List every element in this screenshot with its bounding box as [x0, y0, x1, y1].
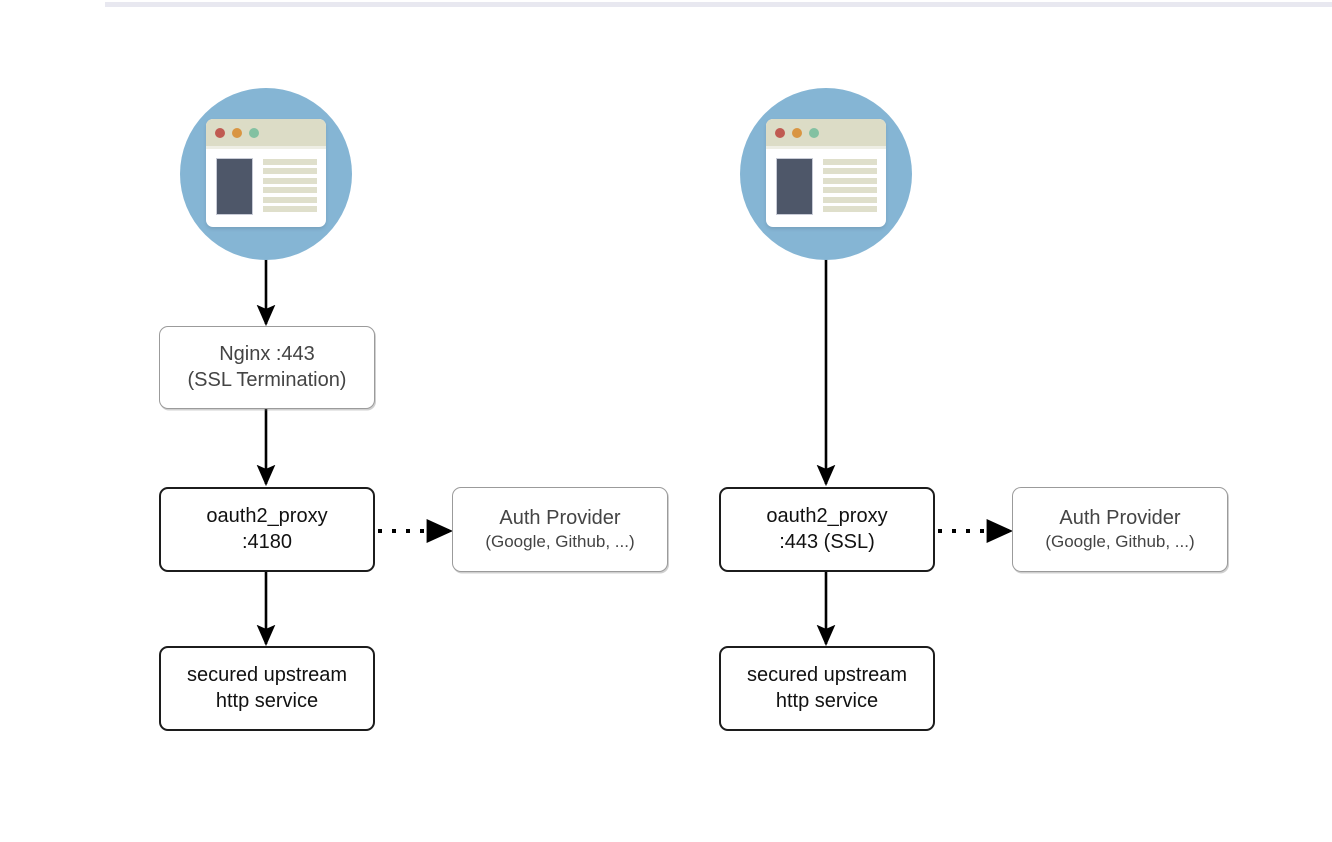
node-oauth2-proxy-left-line-2: :4180 [241, 530, 293, 553]
content-line [823, 168, 877, 175]
node-upstream-right[interactable]: secured upstream http service [719, 646, 935, 731]
content-thumbnail-block [776, 158, 813, 215]
node-auth-provider-left[interactable]: Auth Provider (Google, Github, ...) [452, 487, 668, 572]
browser-content-area [206, 149, 326, 224]
content-line [823, 159, 877, 165]
node-oauth2-proxy-left[interactable]: oauth2_proxy :4180 [159, 487, 375, 572]
browser-window-graphic [206, 119, 326, 227]
node-nginx[interactable]: Nginx :443 (SSL Termination) [159, 326, 375, 409]
node-upstream-left[interactable]: secured upstream http service [159, 646, 375, 731]
node-nginx-line-2: (SSL Termination) [187, 368, 347, 391]
node-oauth2-proxy-right-line-2: :443 (SSL) [779, 530, 875, 553]
window-maximize-dot-icon [249, 127, 259, 138]
content-text-lines [823, 158, 877, 215]
node-oauth2-proxy-right-line-1: oauth2_proxy [766, 504, 888, 527]
browser-content-area [766, 149, 886, 224]
content-line [263, 196, 317, 203]
content-line [823, 187, 877, 194]
node-upstream-right-line-1: secured upstream [746, 663, 908, 686]
browser-icon-left[interactable] [180, 88, 352, 260]
window-maximize-dot-icon [809, 127, 819, 138]
node-auth-provider-left-line-1: Auth Provider [499, 506, 621, 529]
node-upstream-left-line-2: http service [215, 689, 319, 712]
node-upstream-left-line-1: secured upstream [186, 663, 348, 686]
content-line [823, 196, 877, 203]
content-line [263, 205, 317, 212]
window-minimize-dot-icon [232, 127, 242, 138]
node-auth-provider-right[interactable]: Auth Provider (Google, Github, ...) [1012, 487, 1228, 572]
window-close-dot-icon [215, 127, 225, 138]
top-accent-band [105, 2, 1332, 7]
browser-icon-right[interactable] [740, 88, 912, 260]
node-auth-provider-right-line-2: (Google, Github, ...) [1045, 532, 1195, 552]
node-auth-provider-right-line-1: Auth Provider [1059, 506, 1181, 529]
content-text-lines [263, 158, 317, 215]
content-line [263, 177, 317, 184]
browser-titlebar [206, 119, 326, 149]
window-close-dot-icon [775, 127, 785, 138]
content-line [263, 159, 317, 165]
node-oauth2-proxy-left-line-1: oauth2_proxy [206, 504, 328, 527]
node-oauth2-proxy-right[interactable]: oauth2_proxy :443 (SSL) [719, 487, 935, 572]
window-minimize-dot-icon [792, 127, 802, 138]
content-thumbnail-block [216, 158, 253, 215]
node-auth-provider-left-line-2: (Google, Github, ...) [485, 532, 635, 552]
content-line [263, 168, 317, 175]
node-upstream-right-line-2: http service [775, 689, 879, 712]
node-nginx-line-1: Nginx :443 [219, 342, 315, 365]
content-line [263, 187, 317, 194]
content-line [823, 177, 877, 184]
browser-titlebar [766, 119, 886, 149]
content-line [823, 205, 877, 212]
browser-window-graphic [766, 119, 886, 227]
